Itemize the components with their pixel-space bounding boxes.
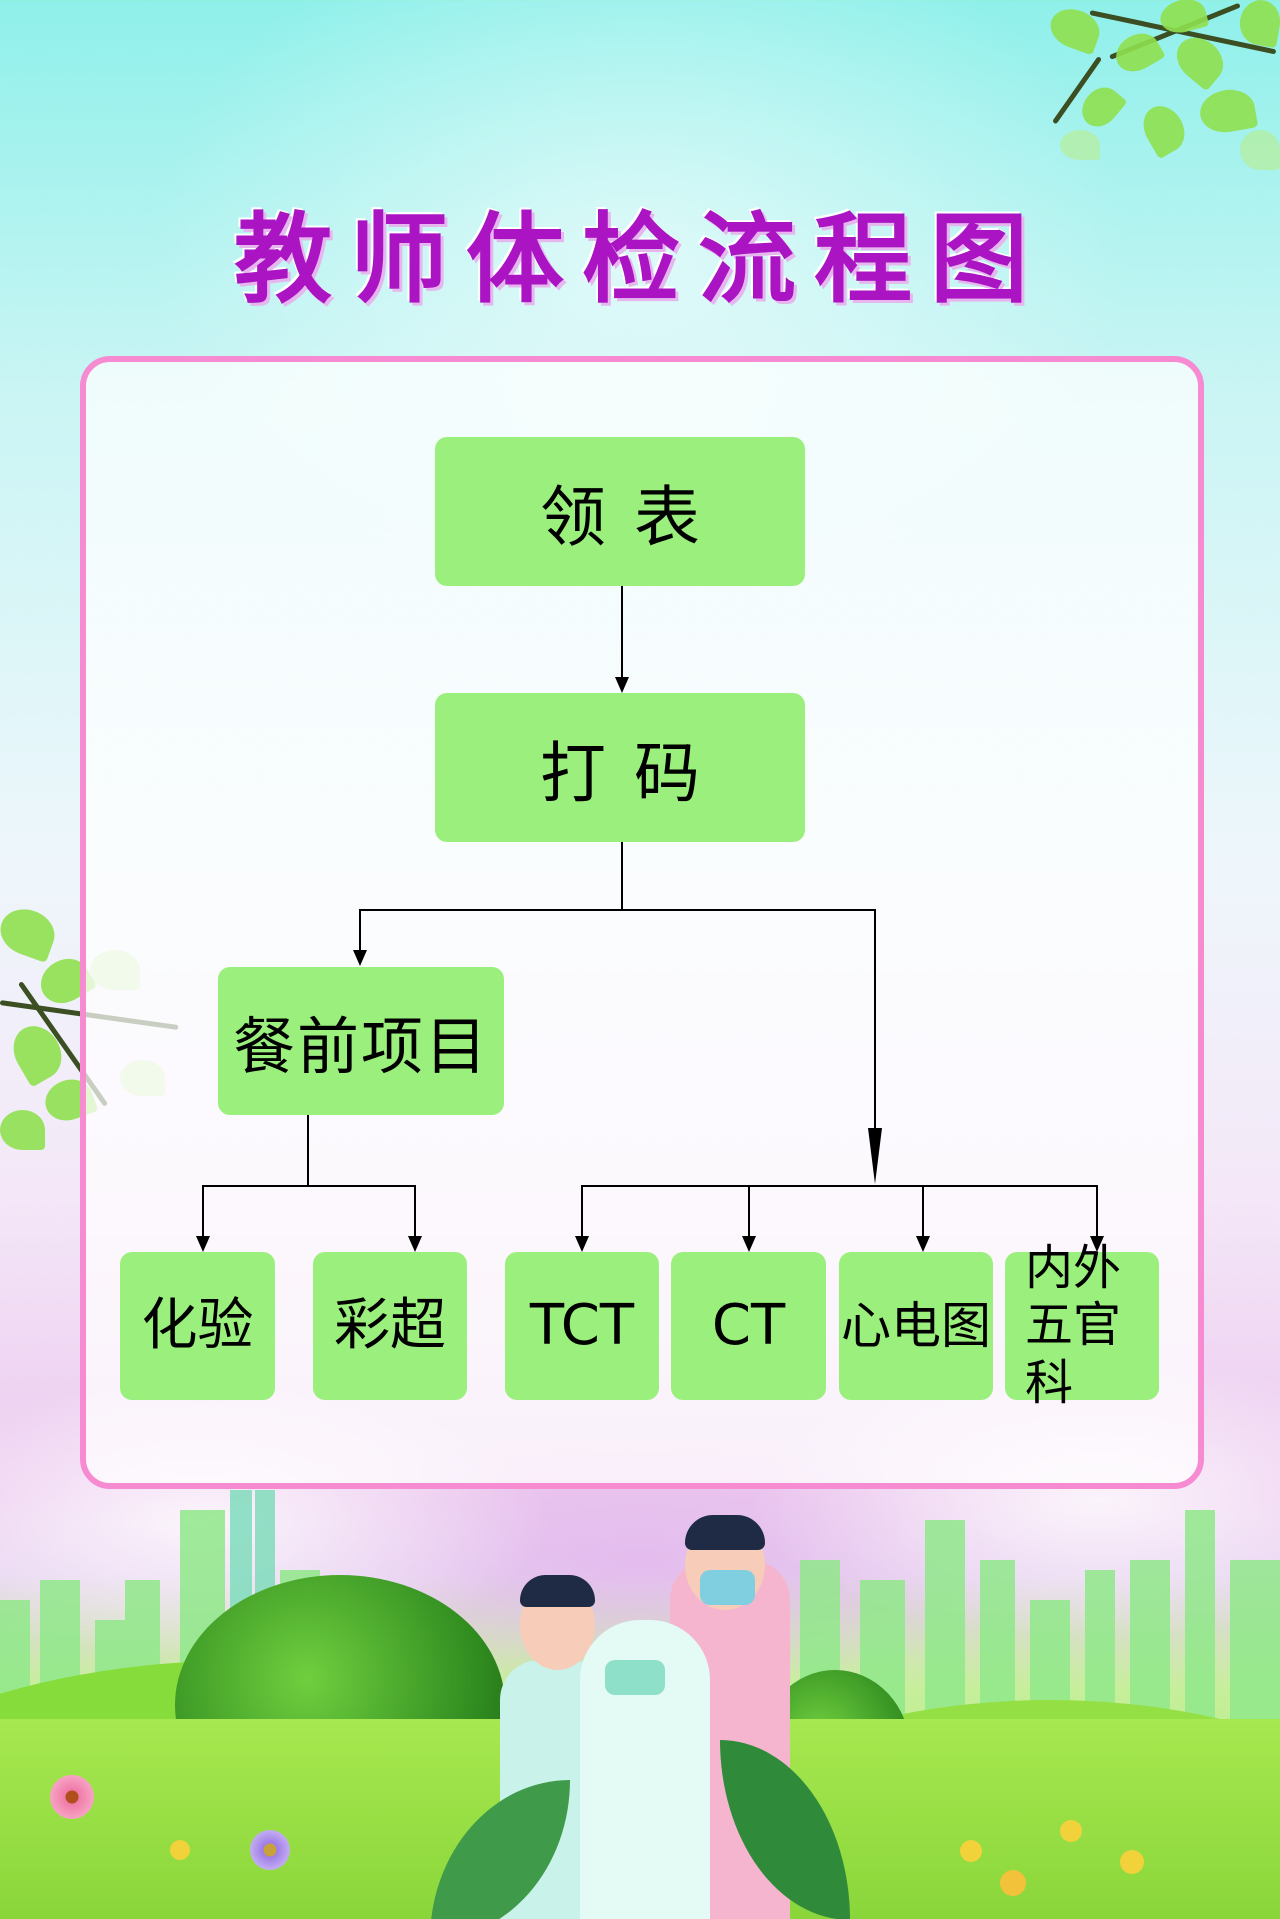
connector-line	[621, 842, 623, 910]
node-get-form: 领表	[435, 437, 805, 586]
node-label: 心电图	[841, 1296, 991, 1355]
connector-line	[359, 909, 876, 911]
arrow-down-icon	[742, 1236, 756, 1252]
node-internal-surgery-ent: 内外 五官科	[1005, 1240, 1159, 1411]
poster-title: 教师体检流程图	[233, 203, 1046, 317]
node-ecg: 心电图	[839, 1252, 993, 1400]
arrow-down-icon	[353, 950, 367, 966]
node-label: 打码	[540, 734, 728, 812]
connector-line	[874, 909, 876, 1129]
node-tct: TCT	[505, 1252, 659, 1400]
node-scan-code: 打码	[435, 693, 805, 842]
node-ct: CT	[671, 1252, 826, 1400]
connector-line	[621, 586, 623, 678]
node-label: 化验	[141, 1293, 254, 1359]
node-label: 领表	[540, 478, 728, 556]
connector-line	[307, 1115, 309, 1186]
connector-line	[202, 1185, 204, 1237]
arrow-down-icon	[196, 1236, 210, 1252]
node-lab-test: 化验	[120, 1252, 275, 1400]
node-color-ultrasound: 彩超	[313, 1252, 467, 1400]
connector-line	[748, 1185, 750, 1237]
connector-line	[581, 1185, 1098, 1187]
arrow-down-icon	[1090, 1236, 1104, 1252]
node-label-line1: 内外	[1025, 1239, 1122, 1296]
arrow-down-icon	[868, 1128, 882, 1184]
connector-line	[359, 909, 361, 951]
node-label: CT	[711, 1293, 786, 1359]
node-label: TCT	[529, 1293, 635, 1359]
connector-line	[922, 1185, 924, 1237]
connector-line	[1096, 1185, 1098, 1237]
node-label: 彩超	[334, 1293, 446, 1359]
connector-line	[202, 1185, 416, 1187]
arrow-down-icon	[916, 1236, 930, 1252]
arrow-down-icon	[408, 1236, 422, 1252]
node-label-line2: 五官科	[1025, 1297, 1122, 1411]
arrow-down-icon	[615, 677, 629, 693]
node-label: 餐前项目	[232, 1010, 489, 1083]
node-pre-meal-items: 餐前项目	[218, 967, 504, 1115]
arrow-down-icon	[575, 1236, 589, 1252]
connector-line	[581, 1185, 583, 1237]
connector-line	[414, 1185, 416, 1237]
